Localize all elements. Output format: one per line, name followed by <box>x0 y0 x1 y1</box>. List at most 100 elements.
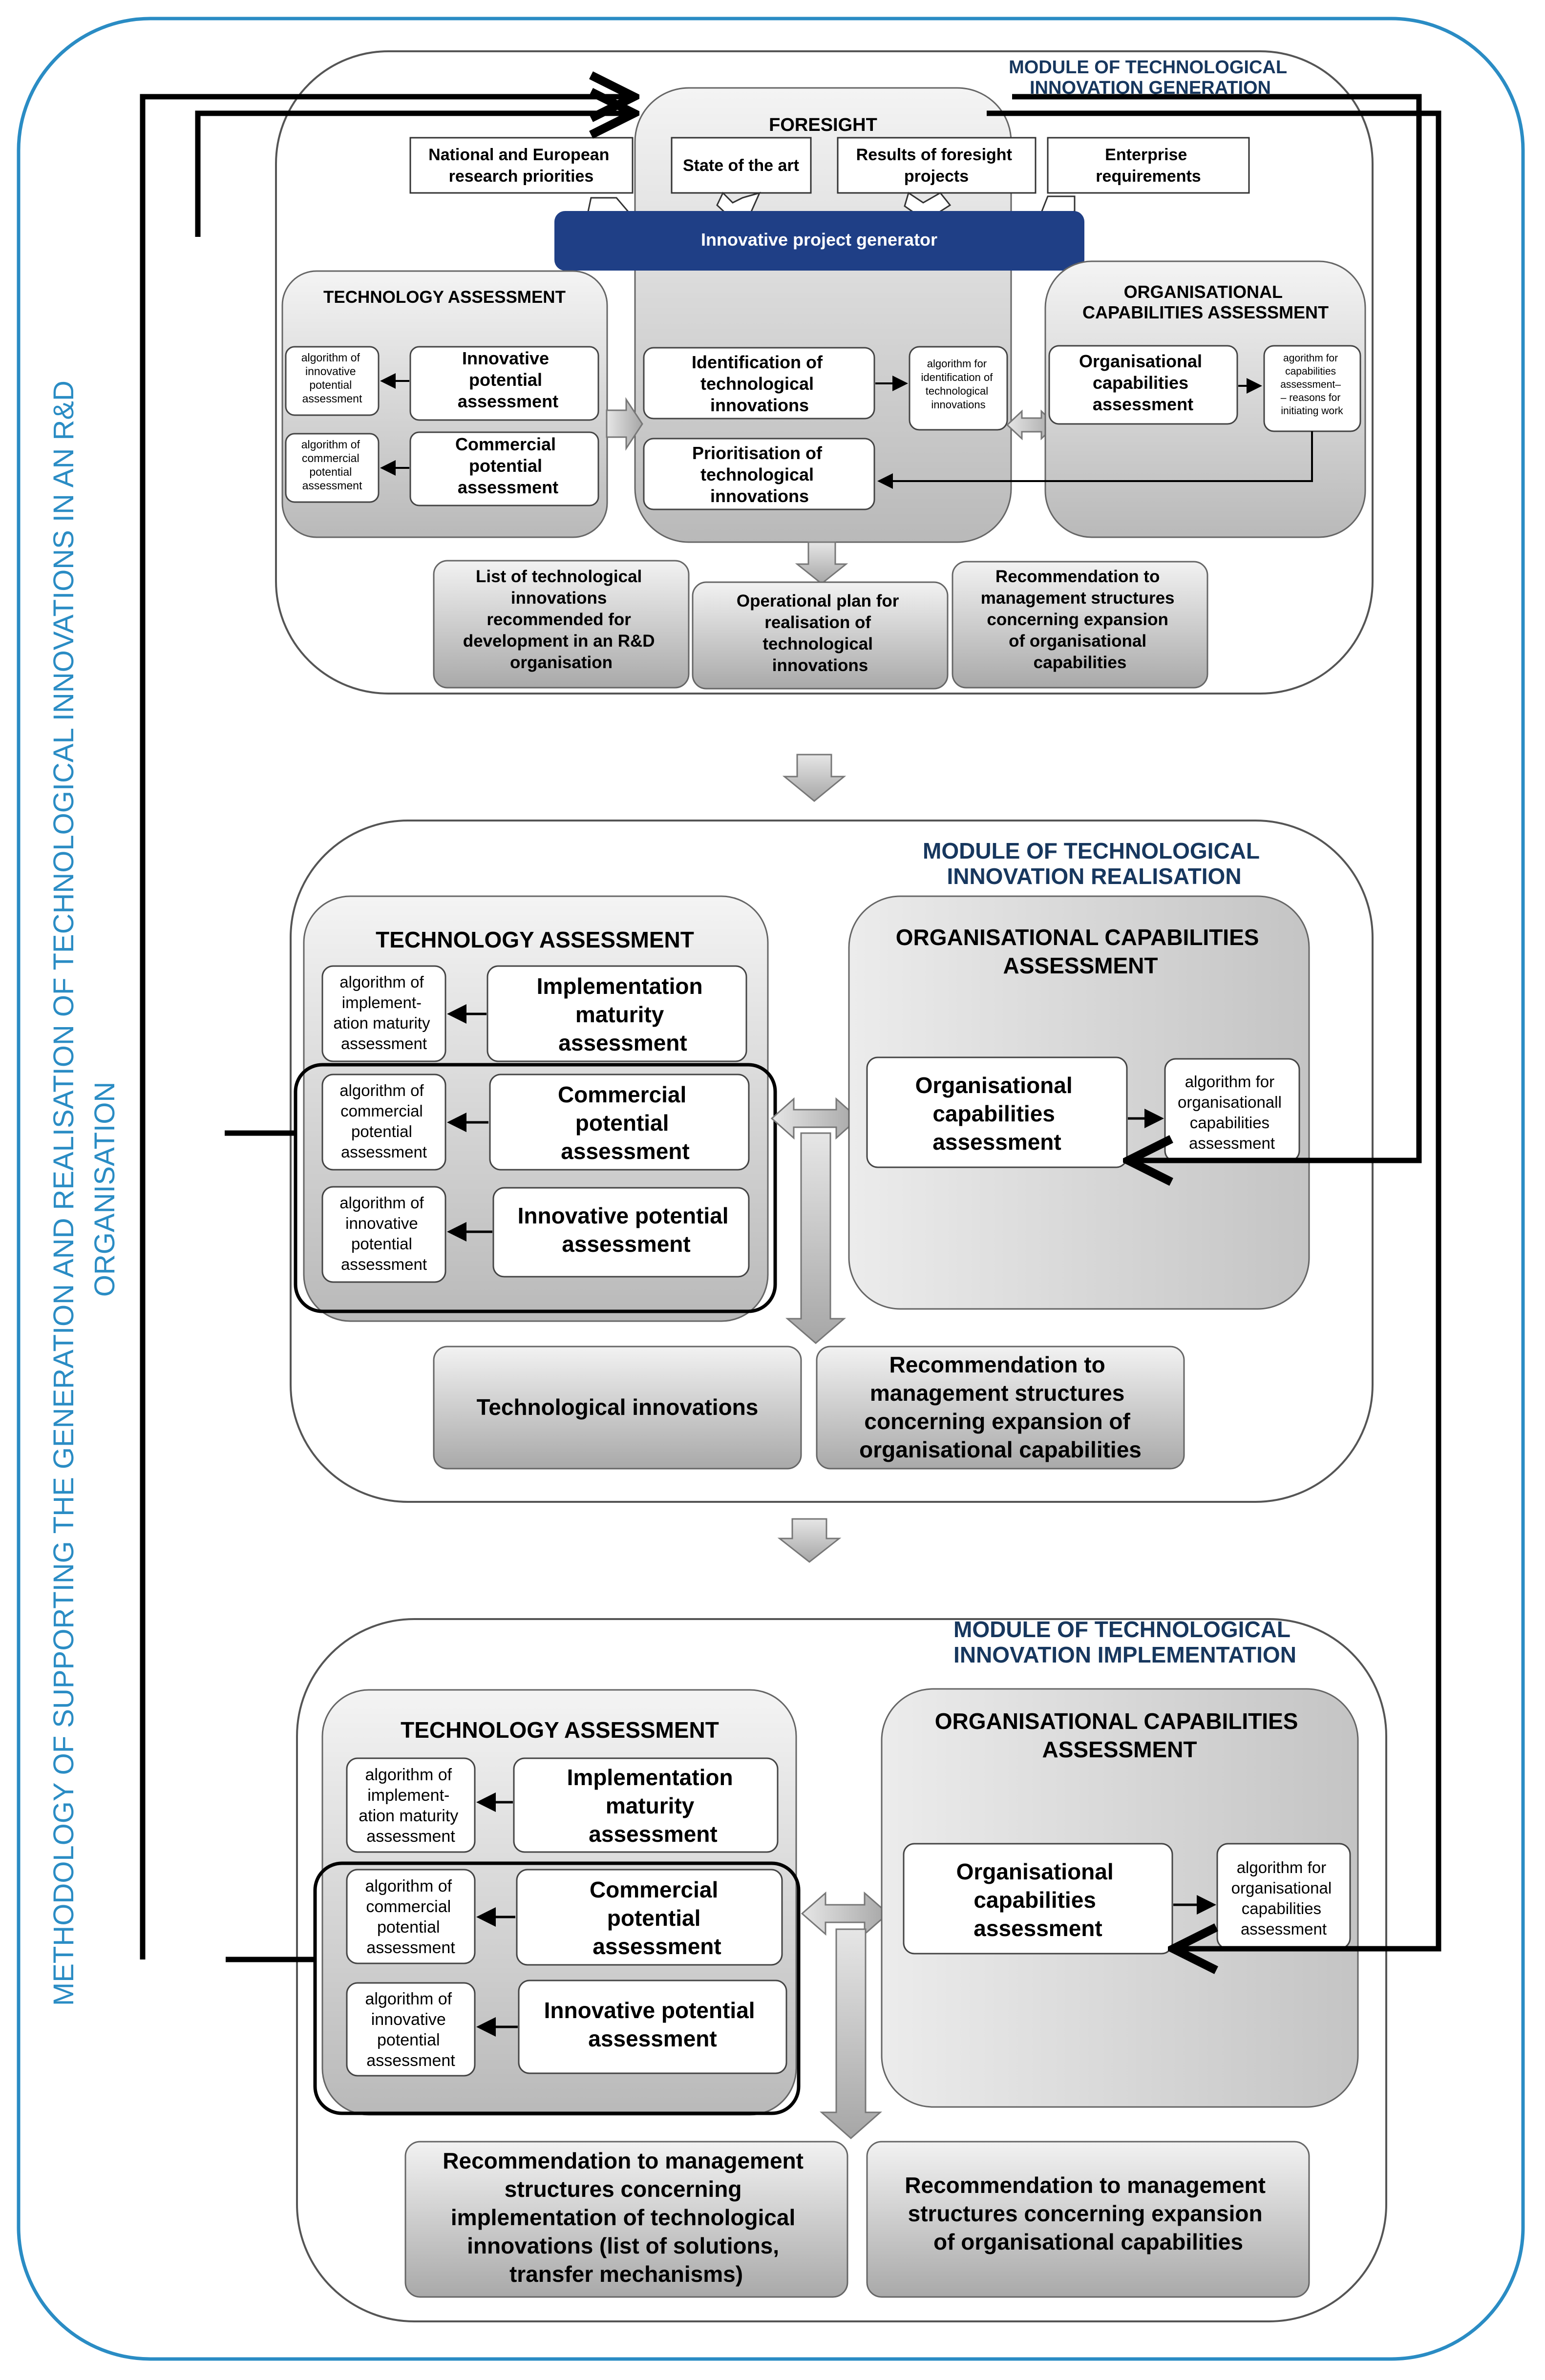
input-state-of-art-label: State of the art <box>683 156 799 175</box>
generation-commercial-assessment <box>409 431 599 506</box>
generation-org-assessment <box>1048 345 1238 425</box>
generation-org-title: ORGANISATIONAL CAPABILITIES ASSESSMENT <box>1082 282 1329 322</box>
feedback-left-inner <box>195 113 634 237</box>
generation-algo-innovative-label: algorithm of innovative potential assess… <box>301 351 363 405</box>
generation-org-assessment-label: Organisational capabilities assessment <box>1079 351 1207 414</box>
input-enterprise-requirements-label: Enterprise requirements <box>1096 146 1201 186</box>
implementation-maturity-assessment <box>513 1757 779 1853</box>
implementation-maturity-assessment-label: Implementation maturity assessment <box>567 1765 740 1847</box>
generation-algo-org-label: agorithm for capabilities assessment– – … <box>1280 353 1344 417</box>
foresight-title: FORESIGHT <box>769 115 877 135</box>
generation-module: MODULE OF TECHNOLOGICAL INNOVATION GENER… <box>275 50 1374 695</box>
implementation-org-assessment-label: Organisational capabilities assessment <box>956 1859 1120 1941</box>
input-national-priorities <box>409 137 634 194</box>
implementation-innovative-assessment <box>518 1980 787 2074</box>
implementation-algo-maturity <box>346 1757 476 1853</box>
block-arrow-realisation-down <box>785 1132 847 1344</box>
prioritisation-box <box>643 438 875 510</box>
implementation-commercial-assessment <box>516 1869 783 1966</box>
block-arrow-foresight-down <box>795 541 848 585</box>
algo-identification-label: algorithm for identification of technolo… <box>921 358 996 411</box>
generation-algo-commercial <box>285 433 380 503</box>
generation-innovative-assessment <box>409 346 599 421</box>
realisation-org-assessment <box>866 1056 1128 1168</box>
block-arrow-module1-to-2 <box>782 754 847 802</box>
output-recommendation-solutions-label: Recommendation to management structures … <box>443 2148 809 2287</box>
implementation-module-title: MODULE OF TECHNOLOGICAL INNOVATION IMPLE… <box>953 1617 1296 1667</box>
realisation-module-title: MODULE OF TECHNOLOGICAL INNOVATION REALI… <box>923 838 1266 889</box>
output-list-of-innovations <box>433 560 690 689</box>
block-arrow-implementation-down <box>820 1928 882 2140</box>
block-arrow-tech-to-foresight <box>606 397 643 451</box>
feedback-right-outer-line <box>987 110 1441 1949</box>
realisation-algo-org-label: algorithm for organisationall capabiliti… <box>1178 1073 1286 1152</box>
feedback-connectors <box>140 94 1441 1959</box>
input-national-priorities-label: National and European research prioritie… <box>428 146 614 186</box>
output-list-of-innovations-label: List of technological innovations recomm… <box>463 567 660 672</box>
realisation-org-title: ORGANISATIONAL CAPABILITIES ASSESSMENT <box>896 925 1265 978</box>
implementation-algo-commercial <box>346 1869 476 1964</box>
implementation-commercial-assessment-label: Commercial potential assessment <box>590 1877 724 1959</box>
output-recommendation-solutions <box>404 2141 848 2298</box>
implementation-technology-assessment-title: TECHNOLOGY ASSESSMENT <box>401 1717 719 1743</box>
feedback-left-outer <box>140 97 634 1959</box>
block-arrow-module2-to-3 <box>777 1518 842 1563</box>
generation-module-title: MODULE OF TECHNOLOGICAL INNOVATION GENER… <box>1009 57 1292 98</box>
implementation-algo-maturity-label: algorithm of implement- ation maturity a… <box>359 1766 463 1846</box>
realisation-maturity-assessment <box>487 965 747 1062</box>
innovative-project-generator-label: Innovative project generator <box>701 230 937 250</box>
realisation-module: MODULE OF TECHNOLOGICAL INNOVATION REALI… <box>290 820 1374 1503</box>
generation-technology-assessment-title: TECHNOLOGY ASSESSMENT <box>323 288 566 307</box>
realisation-org-assessment-label: Organisational capabilities assessment <box>915 1073 1079 1155</box>
output-recommendation-generation <box>952 561 1208 689</box>
generation-commercial-assessment-label: Commercial potential assessment <box>455 434 561 497</box>
realisation-innovative-assessment-label: Innovative potential assessment <box>518 1203 735 1257</box>
implementation-highlight-frame <box>313 1861 801 2115</box>
output-recommendation-realisation <box>816 1346 1185 1470</box>
realisation-commercial-assessment <box>489 1074 750 1171</box>
algo-identification <box>909 346 1008 431</box>
input-foresight-results-label: Results of foresight projects <box>856 146 1017 186</box>
realisation-innovative-assessment <box>492 1187 750 1278</box>
implementation-org-title: ORGANISATIONAL CAPABILITIES ASSESSMENT <box>935 1708 1304 1762</box>
output-recommendation-realisation-label: Recommendation to management structures … <box>859 1352 1142 1462</box>
output-recommendation-implementation-label: Recommendation to management structures … <box>905 2172 1271 2254</box>
output-operational-plan-label: Operational plan for realisation of tech… <box>737 591 904 675</box>
realisation-commercial-assessment-label: Commercial potential assessment <box>558 1082 693 1164</box>
generation-innovative-assessment-label: Innovative potential assessment <box>458 348 558 411</box>
implementation-innovative-assessment-label: Innovative potential assessment <box>544 1998 762 2051</box>
realisation-algo-commercial-label: algorithm of commercial potential assess… <box>339 1081 428 1161</box>
output-operational-plan <box>692 581 949 690</box>
innovative-project-generator <box>554 211 1084 271</box>
arrow-algo-org-to-prioritisation <box>877 431 1313 489</box>
realisation-highlight-frame <box>294 1063 777 1313</box>
output-technological-innovations <box>433 1346 802 1470</box>
input-foresight-results <box>837 137 1037 194</box>
realisation-algo-innovative <box>321 1186 446 1283</box>
generation-algo-innovative <box>285 346 380 416</box>
input-enterprise-requirements <box>1047 137 1250 194</box>
implementation-algo-org-label: algorithm for organisational capabilitie… <box>1231 1858 1336 1938</box>
output-recommendation-generation-label: Recommendation to management structures … <box>981 567 1180 672</box>
generation-algo-commercial-label: algorithm of commercial potential assess… <box>301 438 363 492</box>
prioritisation-label: Prioritisation of technological innovati… <box>692 443 827 506</box>
implementation-algo-commercial-label: algorithm of commercial potential assess… <box>365 1877 456 1957</box>
output-recommendation-implementation <box>866 2141 1310 2298</box>
implementation-org-assessment <box>903 1843 1173 1955</box>
realisation-algo-innovative-label: algorithm of innovative potential assess… <box>339 1194 428 1273</box>
output-technological-innovations-label: Technological innovations <box>477 1394 759 1420</box>
feedback-right-inner <box>1012 94 1422 1160</box>
realisation-maturity-assessment-label: Implementation maturity assessment <box>537 973 709 1055</box>
implementation-algo-innovative-label: algorithm of innovative potential assess… <box>365 1990 456 2070</box>
side-title: METHODOLOGY OF SUPPORTING THE GENERATION… <box>48 373 121 2006</box>
realisation-algo-commercial <box>321 1074 446 1171</box>
input-state-of-art <box>671 137 812 194</box>
identification-box <box>643 347 875 420</box>
realisation-algo-maturity <box>321 965 446 1062</box>
realisation-technology-assessment-title: TECHNOLOGY ASSESSMENT <box>376 927 694 952</box>
implementation-algo-innovative <box>346 1982 476 2077</box>
realisation-algo-maturity-label: algorithm of implement- ation maturity a… <box>333 973 434 1053</box>
identification-label: Identification of technological innovati… <box>692 352 827 415</box>
